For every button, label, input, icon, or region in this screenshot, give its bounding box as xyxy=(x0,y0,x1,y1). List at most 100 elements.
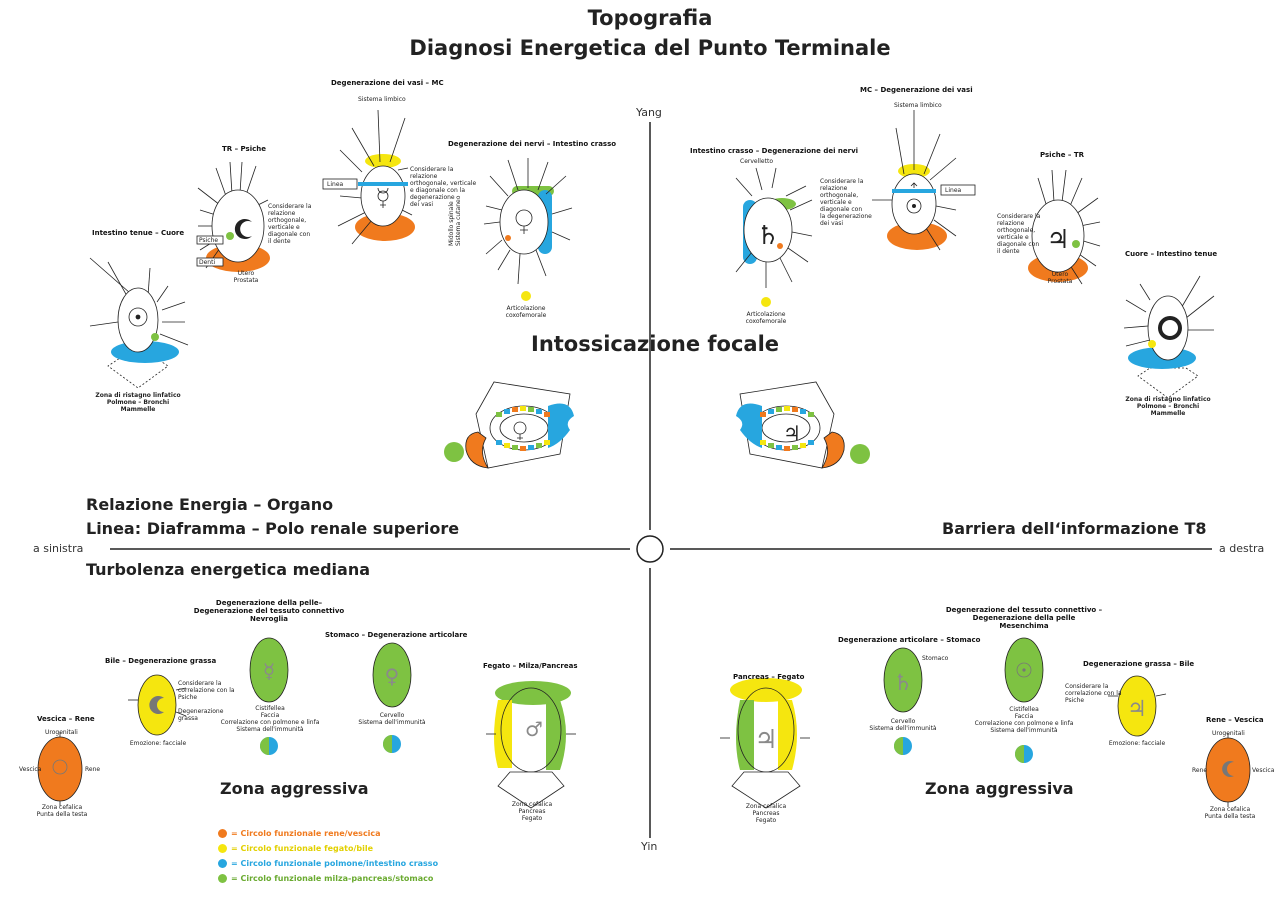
heading-line: Linea: Diaframma – Polo renale superiore xyxy=(86,519,460,538)
label-grassa-bile-left: Considerare la correlazione con la Psich… xyxy=(1065,683,1122,704)
label-pancreas-bottom: Zona cefalica Pancreas Fegato xyxy=(745,803,787,824)
diagram-cuore-it xyxy=(1123,275,1215,399)
label-vasi-mc: Degenerazione dei vasi – MC xyxy=(331,79,444,87)
svg-text:♃: ♃ xyxy=(1127,697,1147,722)
diagram-psiche-tr: ♃ xyxy=(1028,169,1101,285)
label-articolare-bottom: Cervello Sistema dell'immunità xyxy=(869,718,937,732)
label-it-cuore: Intestino tenue – Cuore xyxy=(92,229,185,237)
legend-dot-orange xyxy=(218,829,227,838)
label-mc-vasi: MC – Degenerazione dei vasi xyxy=(860,86,973,94)
teeth-diagram-right: ♃ xyxy=(736,381,870,469)
label-ic-nervi-top: Cervelletto xyxy=(740,158,773,165)
label-pelle-bottom: Cistifellea Faccia Correlazione con polm… xyxy=(220,705,320,733)
heading-relation: Relazione Energia – Organo xyxy=(86,495,334,514)
diagram-fegato: ♂ xyxy=(486,681,576,809)
diagram-connettivo xyxy=(1004,637,1044,763)
heading-barrier: Barriera dell‘informazione T8 xyxy=(942,519,1207,538)
label-rene-vescica-top: Urogenitali xyxy=(1212,730,1245,737)
label-bile-grassa-right: Considerare la correlazione con la Psich… xyxy=(178,680,235,701)
label-bile-grassa: Bile – Degenerazione grassa xyxy=(105,657,217,665)
diagram-articolare: ♄ xyxy=(883,647,923,755)
label-psiche-tr-left: Considerare la relazione orthogonale, ve… xyxy=(997,213,1041,255)
legend-text-fegato-bile: = Circolo funzionale fegato/bile xyxy=(231,844,374,853)
label-grassa-bile: Degenerazione grassa – Bile xyxy=(1083,660,1195,668)
legend: = Circolo funzionale rene/vescica = Circ… xyxy=(218,826,438,886)
label-psiche-tr: Psiche – TR xyxy=(1040,151,1084,159)
svg-text:♃: ♃ xyxy=(754,725,777,755)
teeth-diagram-left xyxy=(444,381,574,469)
diagram-bile-grassa xyxy=(128,674,187,736)
heading-focal: Intossicazione focale xyxy=(531,332,780,356)
label-articolare: Degenerazione articolare – Stomaco xyxy=(838,636,981,644)
legend-dot-green xyxy=(218,874,227,883)
svg-text:♀: ♀ xyxy=(385,664,400,688)
label-nervi-ic: Degenerazione dei nervi – Intestino cras… xyxy=(448,140,617,148)
legend-text-rene-vescica: = Circolo funzionale rene/vescica xyxy=(231,829,381,838)
diagram-grassa-bile: ♃ xyxy=(1108,675,1167,737)
heading-aggressive-left: Zona aggressiva xyxy=(220,779,369,798)
legend-item-fegato-bile: = Circolo funzionale fegato/bile xyxy=(218,841,438,856)
heading-aggressive-right: Zona aggressiva xyxy=(925,779,1074,798)
label-ic-nervi-bottom: Articolazione coxofemorale xyxy=(745,311,787,325)
legend-text-milza-stomaco: = Circolo funzionale milza-pancreas/stom… xyxy=(231,874,434,883)
label-fegato: Fegato – Milza/Pancreas xyxy=(483,662,578,670)
label-cuore-it: Cuore – Intestino tenue xyxy=(1125,250,1218,258)
diagram-rene-vescica xyxy=(1205,733,1251,807)
label-articolare-right: Stomaco xyxy=(922,655,949,662)
label-vasi-mc-top: Sistema limbico xyxy=(358,96,406,103)
label-tr-psiche: TR – Psiche xyxy=(222,145,266,153)
label-fegato-bottom: Zona cefalica Pancreas Fegato xyxy=(511,801,553,822)
diagram-vasi-mc xyxy=(322,109,415,245)
label-connettivo: Degenerazione del tessuto connettivo – D… xyxy=(945,606,1103,630)
label-vescica-rene-right: Rene xyxy=(85,766,101,773)
label-rene-vescica: Rene – Vescica xyxy=(1206,716,1264,724)
label-nervi-ic-bottom: Articolazione coxofemorale xyxy=(505,305,547,319)
svg-text:☿: ☿ xyxy=(263,659,275,683)
legend-dot-blue xyxy=(218,859,227,868)
label-nervi-ic-left: Midollo spinale Sistema cutaneo xyxy=(448,195,462,246)
diagram-ic-nervi: ♄ xyxy=(735,167,813,307)
label-vasi-mc-right: Considerare la relazione orthogonale, ve… xyxy=(410,166,477,208)
label-rene-vescica-left: Rene xyxy=(1192,767,1208,774)
label-cuore-it-bottom: Zona di ristagno linfatico Polmone – Bro… xyxy=(1125,396,1211,417)
label-tr-psiche-right: Considerare la relazione orthogonale, ve… xyxy=(268,203,312,245)
axis-label-yin: Yin xyxy=(641,840,658,853)
title-line-2: Diagnosi Energetica del Punto Terminale xyxy=(409,36,891,60)
label-vasi-mc-box: Linea xyxy=(327,181,344,188)
label-tr-psiche-box1: Psiche xyxy=(199,237,219,244)
heading-turbulence: Turbolenza energetica mediana xyxy=(86,560,371,579)
legend-text-polmone-ic: = Circolo funzionale polmone/intestino c… xyxy=(231,859,439,868)
diagram-pelle: ☿ xyxy=(249,637,289,755)
label-rene-vescica-bottom: Zona cefalica Punta della testa xyxy=(1204,806,1256,820)
label-tr-psiche-bottom: Utero Prostata xyxy=(233,270,259,284)
label-tr-psiche-box2: Denti xyxy=(199,259,216,266)
label-vescica-rene: Vescica – Rene xyxy=(37,715,95,723)
label-vescica-rene-top: Urogenitali xyxy=(45,729,78,736)
svg-text:♃: ♃ xyxy=(783,421,801,445)
svg-text:♄: ♄ xyxy=(756,221,779,251)
legend-dot-yellow xyxy=(218,844,227,853)
svg-text:♄: ♄ xyxy=(893,671,913,696)
diagram-mc-vasi xyxy=(872,110,976,251)
diagram-vescica-rene xyxy=(37,732,83,806)
diagram-intestino-tenue-cuore xyxy=(89,257,189,389)
legend-item-milza-stomaco: = Circolo funzionale milza-pancreas/stom… xyxy=(218,871,438,886)
axis-label-right: a destra xyxy=(1219,542,1265,555)
label-stomaco-bottom: Cervello Sistema dell'immunità xyxy=(358,712,426,726)
label-rene-vescica-right: Vescica xyxy=(1252,767,1275,774)
label-it-cuore-bottom: Zona di ristagno linfatico Polmone – Bro… xyxy=(95,392,181,413)
axis-label-yang: Yang xyxy=(636,106,662,119)
svg-text:♂: ♂ xyxy=(525,717,543,741)
main-axes xyxy=(110,122,1212,838)
label-mc-vasi-left: Considerare la relazione orthogonale, ve… xyxy=(820,178,872,227)
label-stomaco: Stomaco – Degenerazione articolare xyxy=(325,631,468,639)
label-ic-nervi: Intestino crasso – Degenerazione dei ner… xyxy=(690,147,859,155)
label-vescica-rene-left: Vescica xyxy=(19,766,42,773)
label-pancreas: Pancreas – Fegato xyxy=(733,673,805,681)
axis-label-left: a sinistra xyxy=(33,542,84,555)
svg-text:♃: ♃ xyxy=(1046,225,1069,255)
label-psiche-tr-bottom: Utero Prostata xyxy=(1047,271,1073,285)
label-vescica-rene-bottom: Zona cefalica Punta della testa xyxy=(36,804,88,818)
